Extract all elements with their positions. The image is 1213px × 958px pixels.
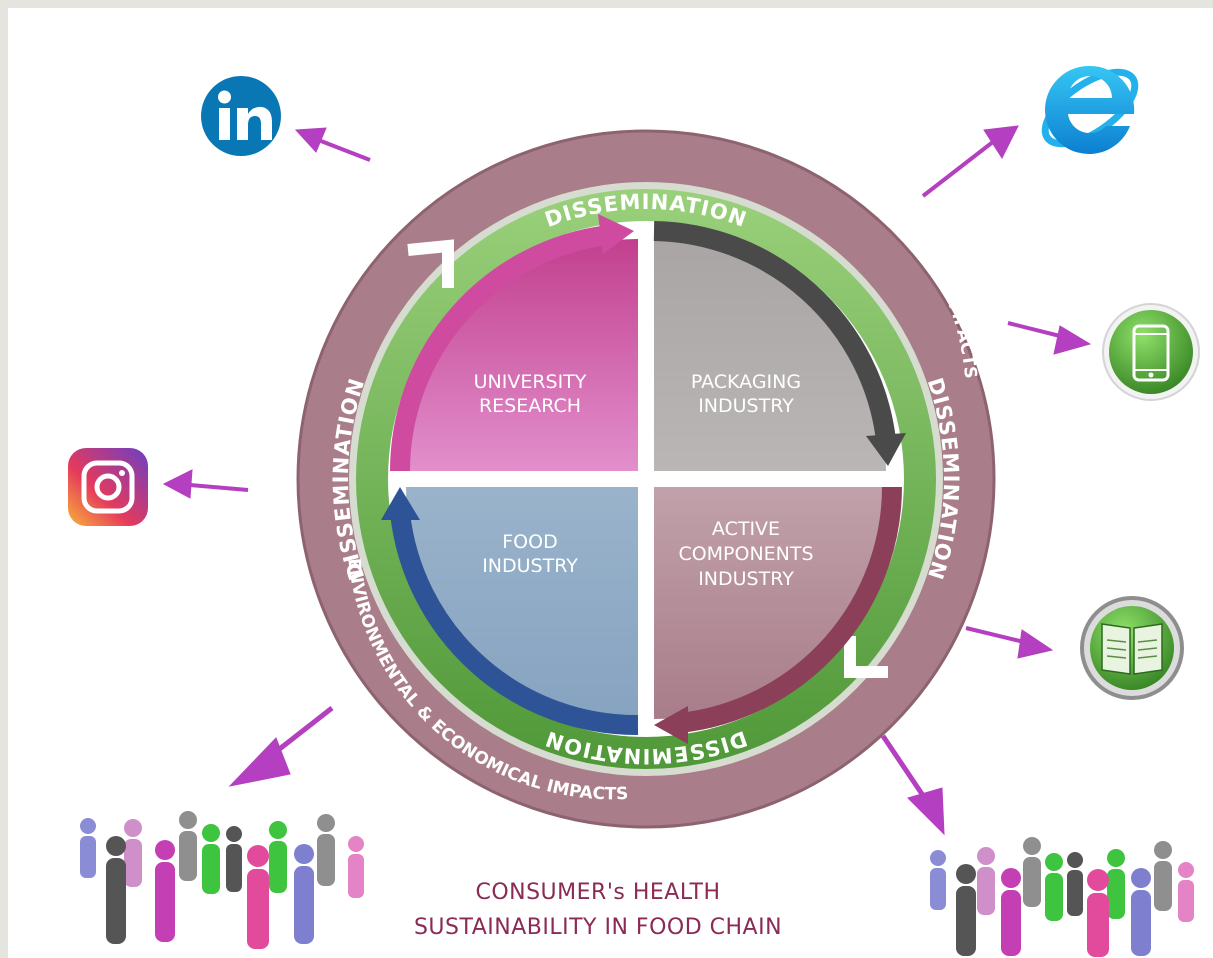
linkedin-icon[interactable] xyxy=(201,76,281,156)
arrow-to-instagram xyxy=(189,483,249,492)
arrow-university-research xyxy=(390,225,610,472)
chevron-mark-top xyxy=(407,239,454,288)
internet-explorer-icon[interactable] xyxy=(1034,59,1147,158)
sustainability-diagram: DISSEMINATION DISSEMINATION DISSEMINATIO… xyxy=(68,59,1200,957)
label-active: ACTIVE xyxy=(712,518,780,540)
quadrant-food-industry xyxy=(406,487,638,719)
caption-consumer-health: CONSUMER's HEALTH xyxy=(475,880,721,905)
arrow-active-components xyxy=(678,486,902,733)
quadrant-packaging-industry xyxy=(654,239,886,471)
arrow-to-people-right xyxy=(880,734,931,805)
caption-sustainability: SUSTAINABILITY IN FOOD CHAIN xyxy=(413,915,783,940)
label-packaging-industry: INDUSTRY xyxy=(698,395,794,417)
crowd-right xyxy=(930,837,1194,957)
label-university: UNIVERSITY xyxy=(474,371,587,393)
newspaper-icon[interactable] xyxy=(1080,596,1184,700)
mobile-phone-icon[interactable] xyxy=(1102,303,1200,401)
label-research: RESEARCH xyxy=(479,395,581,417)
canvas: DISSEMINATION DISSEMINATION DISSEMINATIO… xyxy=(8,8,1213,958)
label-components: COMPONENTS xyxy=(678,543,813,565)
label-food-industry: INDUSTRY xyxy=(482,555,578,577)
label-packaging: PACKAGING xyxy=(691,371,801,393)
arrow-food-industry xyxy=(390,511,639,736)
arrow-packaging-industry xyxy=(653,221,896,442)
chevron-mark-bottom xyxy=(844,636,888,678)
arrow-to-news xyxy=(965,626,1029,645)
label-food: FOOD xyxy=(502,531,557,553)
quadrant-university-research xyxy=(406,239,638,471)
crowd-left xyxy=(80,811,364,949)
arrow-to-ie xyxy=(921,136,1000,198)
quadrant-active-components-industry xyxy=(654,487,886,719)
instagram-icon[interactable] xyxy=(68,448,148,526)
label-active-industry: INDUSTRY xyxy=(698,568,794,590)
